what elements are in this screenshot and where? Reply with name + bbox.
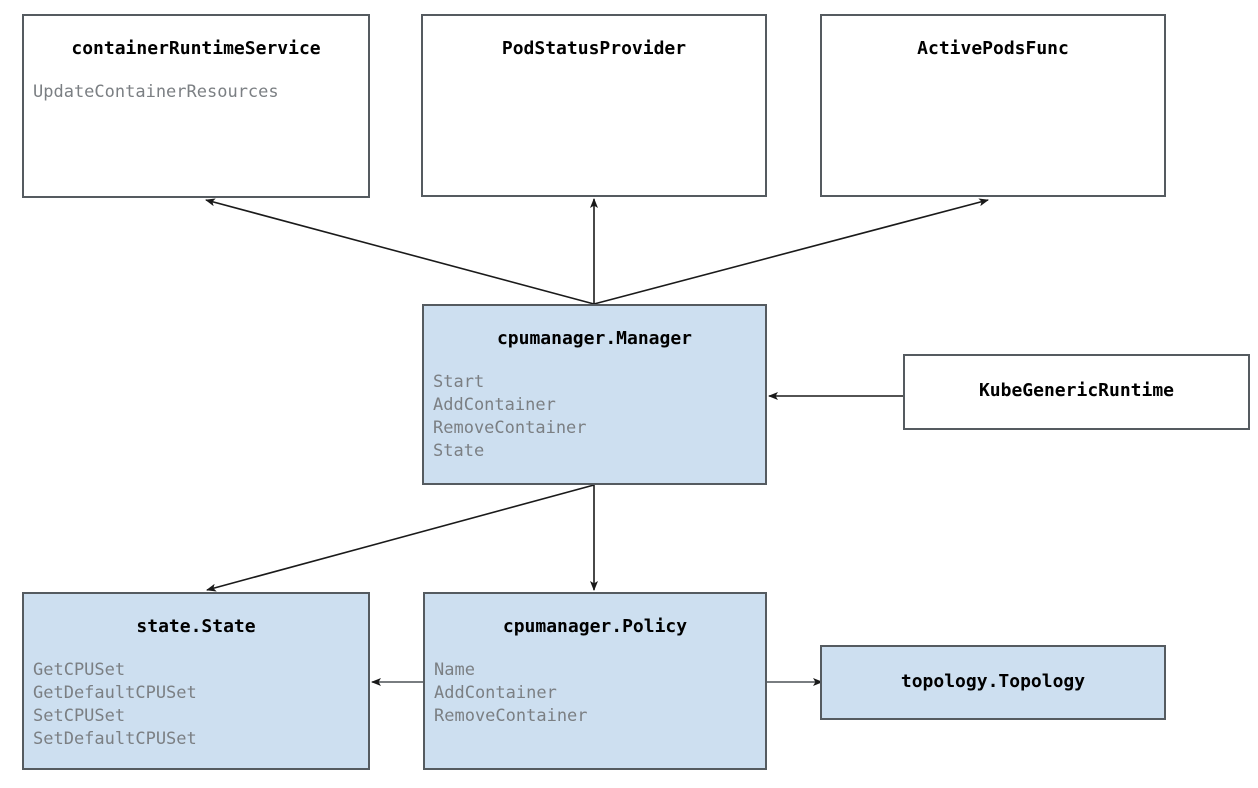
node-member: RemoveContainer	[434, 706, 588, 726]
node-member: State	[433, 441, 485, 461]
node-member: GetCPUSet	[33, 660, 126, 680]
node-member: RemoveContainer	[433, 418, 587, 438]
node-active-pods-func[interactable]: ActivePodsFunc	[820, 14, 1166, 197]
node-cpumanager-policy[interactable]: cpumanager.Policy Name AddContainer Remo…	[423, 592, 767, 770]
node-member-list	[423, 59, 765, 81]
node-member: AddContainer	[433, 395, 556, 415]
node-title: containerRuntimeService	[71, 38, 321, 59]
edge-manager-to-stateState	[206, 484, 595, 592]
edge-manager-to-activePodsFunc	[593, 198, 989, 305]
node-container-runtime-service[interactable]: containerRuntimeService UpdateContainerR…	[22, 14, 370, 198]
node-title: cpumanager.Manager	[496, 328, 693, 349]
node-cpumanager-manager[interactable]: cpumanager.Manager Start AddContainer Re…	[422, 304, 767, 485]
node-title: PodStatusProvider	[501, 38, 687, 59]
node-member: Start	[433, 372, 485, 392]
node-member: UpdateContainerResources	[33, 82, 279, 102]
node-member-list: UpdateContainerResources	[24, 59, 368, 104]
node-topology-topology[interactable]: topology.Topology	[820, 645, 1166, 720]
node-title: cpumanager.Policy	[502, 616, 688, 637]
node-member-list: Name AddContainer RemoveContainer	[425, 637, 765, 728]
node-state-state[interactable]: state.State GetCPUSet GetDefaultCPUSet S…	[22, 592, 370, 770]
node-member-list: GetCPUSet GetDefaultCPUSet SetCPUSet Set…	[24, 637, 368, 751]
edge-manager-to-containerRuntimeService	[205, 198, 595, 305]
node-kube-generic-runtime[interactable]: KubeGenericRuntime	[903, 354, 1250, 430]
node-title: ActivePodsFunc	[917, 38, 1069, 59]
node-member-list: Start AddContainer RemoveContainer State	[424, 349, 765, 463]
node-member-list	[822, 59, 1164, 81]
node-member: SetCPUSet	[33, 706, 126, 726]
node-member: GetDefaultCPUSet	[33, 683, 197, 703]
node-title: topology.Topology	[900, 671, 1086, 692]
node-title: KubeGenericRuntime	[978, 380, 1175, 401]
node-member: SetDefaultCPUSet	[33, 729, 197, 749]
node-member: Name	[434, 660, 475, 680]
node-member: AddContainer	[434, 683, 557, 703]
node-title: state.State	[136, 616, 256, 637]
node-pod-status-provider[interactable]: PodStatusProvider	[421, 14, 767, 197]
